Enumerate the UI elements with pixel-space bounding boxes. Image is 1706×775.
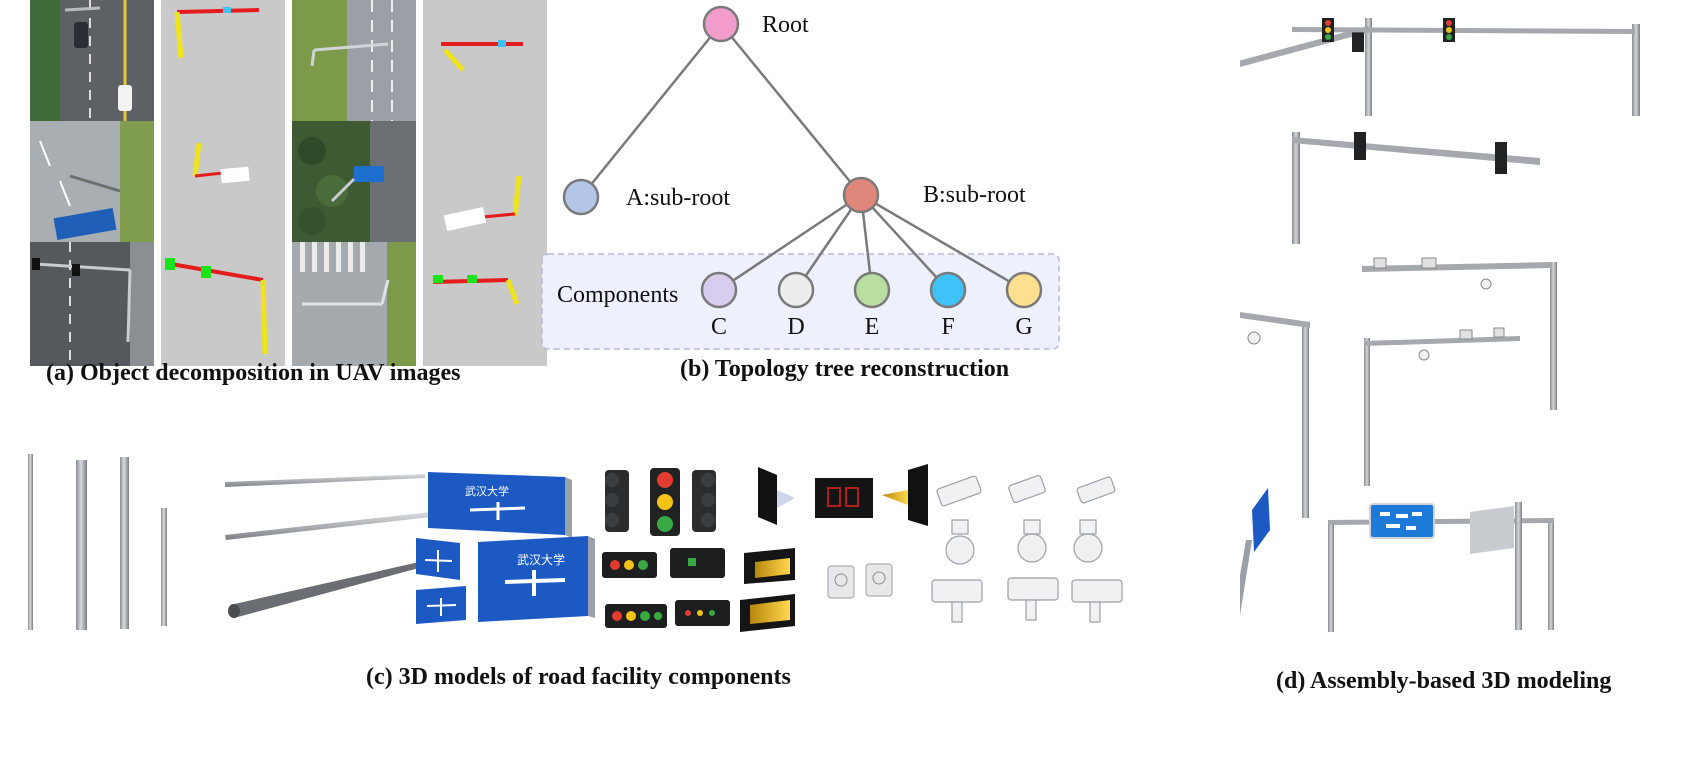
a-subroot-node — [562, 178, 600, 216]
caption-panel-b: (b) Topology tree reconstruction — [680, 356, 1010, 382]
traffic-light-heads — [602, 468, 730, 628]
b-subroot-node — [842, 176, 880, 214]
decomposition-mask-4 — [423, 121, 547, 245]
decomposition-mask-3 — [161, 121, 285, 245]
uav-image-traffic-light — [30, 242, 154, 366]
assembly-traffic-light-4 — [1292, 132, 1540, 244]
assembly-sign-3 — [1470, 502, 1522, 630]
uav-image-trees-sign — [292, 121, 416, 245]
root-node — [702, 5, 740, 43]
component-letter-d: D — [787, 314, 804, 340]
component-letter-c: C — [711, 314, 727, 340]
uav-image-crosswalk — [292, 242, 416, 366]
cross-arms — [225, 474, 431, 618]
caption-panel-c: (c) 3D models of road facility component… — [366, 664, 791, 690]
assembly-camera-gantry-3 — [1364, 327, 1520, 486]
assembly-traffic-light-2 — [1292, 18, 1640, 116]
decomposition-mask-2 — [423, 0, 547, 124]
surveillance-cameras — [931, 474, 1123, 623]
assembly-traffic-light-1 — [1160, 18, 1372, 116]
caption-panel-a: (a) Object decomposition in UAV images — [46, 360, 461, 386]
sign-text-large: 武汉大学 — [465, 484, 509, 498]
assembly-camera-gantry-2 — [1362, 257, 1557, 410]
component-letter-g: G — [1015, 314, 1032, 340]
assembly-camera-gantry-1 — [1170, 294, 1310, 518]
b-subroot-label: B:sub-root — [923, 182, 1026, 208]
decomposition-mask-5 — [161, 242, 285, 366]
topology-tree: Root A:sub-root B:sub-root Components C … — [541, 5, 1060, 350]
panel-c: 武汉大学 武汉大学 — [20, 440, 1220, 650]
caption-panel-d: (d) Assembly-based 3D modeling — [1276, 668, 1612, 694]
component-letter-f: F — [941, 314, 954, 340]
uav-image-road-cars — [30, 0, 154, 124]
uav-image-sign-road — [30, 121, 154, 245]
panel-b: Root A:sub-root B:sub-root Components C … — [530, 0, 1170, 400]
component-node-e — [853, 271, 891, 309]
assembly-sign-1 — [1230, 488, 1270, 634]
component-node-d — [777, 271, 815, 309]
uav-image-road-green — [292, 0, 416, 124]
small-display-units — [827, 563, 893, 599]
components-label: Components — [557, 282, 678, 308]
vertical-poles — [28, 454, 167, 630]
countdown-displays — [740, 464, 928, 632]
tree-edges — [580, 23, 1025, 292]
component-letter-e: E — [865, 314, 880, 340]
panel-d — [1160, 0, 1706, 700]
component-node-c — [700, 271, 738, 309]
decomposition-mask-1 — [161, 0, 285, 124]
sign-panels: 武汉大学 武汉大学 — [416, 472, 595, 624]
component-node-f — [929, 271, 967, 309]
decomposition-mask-6 — [423, 242, 547, 366]
panel-a — [30, 0, 550, 400]
root-label: Root — [762, 12, 809, 38]
component-node-g — [1005, 271, 1043, 309]
sign-text-medium: 武汉大学 — [517, 552, 565, 567]
a-subroot-label: A:sub-root — [626, 185, 730, 211]
